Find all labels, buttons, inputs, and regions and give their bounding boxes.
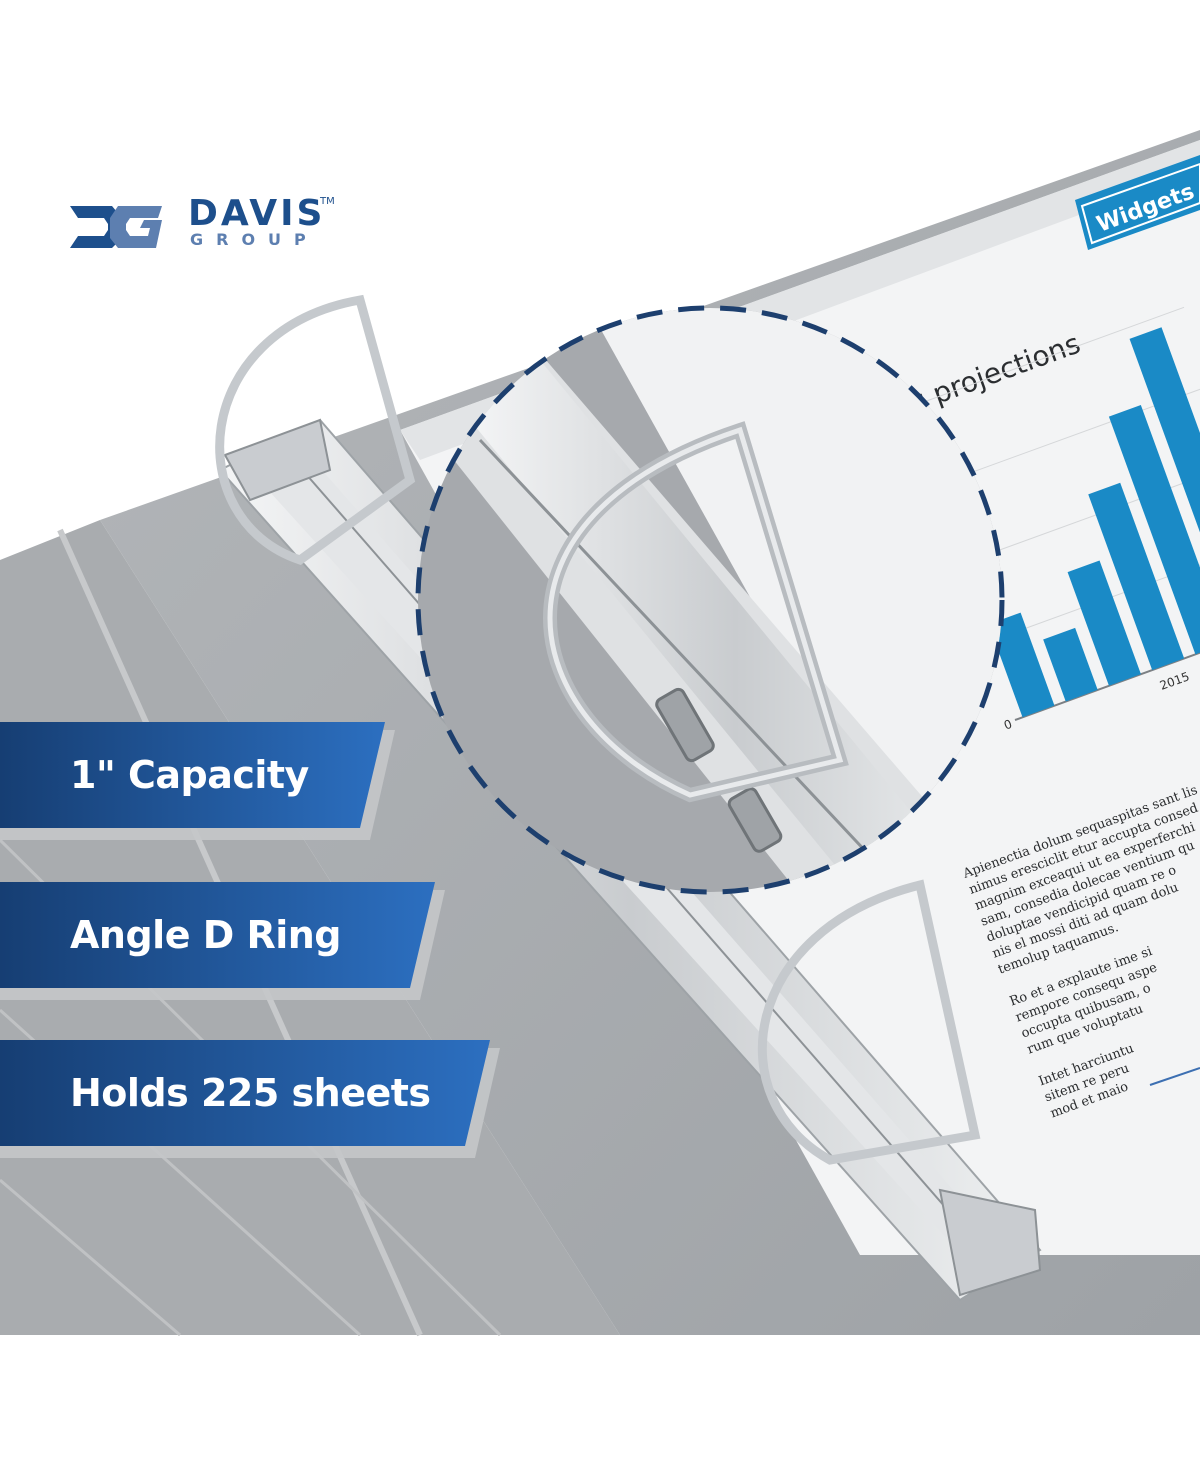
sheets-banner-bg — [0, 1040, 500, 1158]
sheets-banner: Holds 225 sheets — [0, 1043, 431, 1143]
ring-type-banner-bg — [0, 882, 445, 1000]
sheets-label: Holds 225 sheets — [70, 1071, 431, 1115]
chart-gridline — [901, 306, 1185, 411]
chart-bar — [1129, 327, 1200, 639]
capacity-banner: 1" Capacity — [0, 725, 309, 825]
capacity-label: 1" Capacity — [70, 753, 309, 797]
ring-magnifier — [415, 305, 1005, 895]
chart-y-tick-label: 0 — [1002, 717, 1014, 733]
chart-bar — [1108, 404, 1200, 655]
brand-name: DAVIS — [188, 193, 326, 234]
chart-bar — [988, 612, 1055, 718]
brand-trademark: TM — [320, 196, 335, 207]
ring-type-banner: Angle D Ring — [0, 885, 342, 985]
top-d-ring — [215, 294, 416, 566]
projection-bar-chart: 0201520162017 — [901, 306, 1200, 733]
ring-type-label: Angle D Ring — [70, 913, 342, 957]
brand-subname: GROUP — [190, 230, 319, 249]
bottom-d-ring — [757, 879, 981, 1165]
capacity-banner-bg — [0, 722, 395, 840]
davis-group-logo-mark — [70, 206, 162, 248]
chart-bar — [1043, 627, 1098, 702]
chart-bar — [1088, 482, 1185, 671]
chart-bar — [1067, 560, 1141, 686]
